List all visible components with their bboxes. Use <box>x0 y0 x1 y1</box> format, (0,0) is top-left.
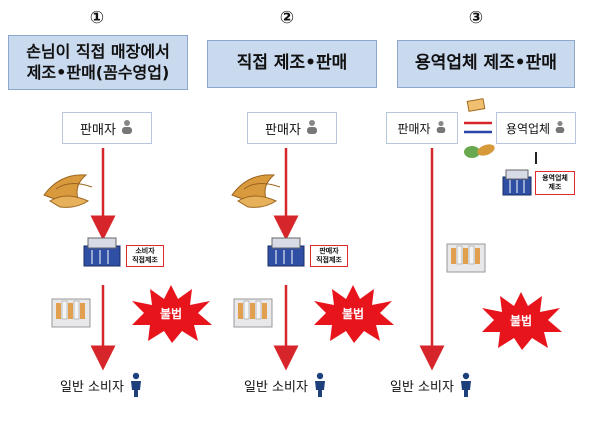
column-3-illegal-label: 불법 <box>509 314 533 328</box>
cigarette-pack-icon <box>51 298 91 328</box>
column-2-manufacture-label: 판매자 직접제조 <box>310 245 348 267</box>
column-2-title: 직접 제조•판매 <box>207 40 377 88</box>
column-3-contractor-label: 용역업체 <box>505 121 551 136</box>
contract-link-icon <box>464 121 492 134</box>
column-1-title-line2: 제조•판매(꼼수영업) <box>26 62 170 82</box>
rolling-machine-icon <box>502 169 532 196</box>
column-2-consumer: 일반 소비자 <box>244 372 327 398</box>
person-icon <box>554 120 566 137</box>
column-1-number: ① <box>89 8 105 28</box>
column-3-manufacture-label: 용역업체 제조 <box>535 171 575 195</box>
column-3-number: ③ <box>468 8 484 28</box>
column-1-consumer: 일반 소비자 <box>60 372 143 398</box>
person-icon <box>435 120 447 137</box>
column-1-seller-label: 판매자 <box>80 122 116 138</box>
column-1-manufacture-label-line2: 직접제조 <box>132 256 158 264</box>
column-1-seller-box: 판매자 <box>62 112 152 144</box>
column-3-illegal-burst: 불법 <box>478 290 564 352</box>
column-1-consumer-label: 일반 소비자 <box>60 379 124 395</box>
column-2-seller-box: 판매자 <box>247 112 337 144</box>
column-2-manufacture-label-line2: 직접제조 <box>316 256 342 264</box>
standing-person-icon <box>460 372 471 397</box>
cigarette-pack-icon <box>233 298 273 328</box>
rolling-machine-icon <box>83 237 121 267</box>
column-1-manufacture-label: 소비자 직접제조 <box>126 245 164 267</box>
column-1-illegal-label: 불법 <box>159 307 183 321</box>
standing-person-icon <box>130 372 141 397</box>
starburst-icon <box>314 285 394 343</box>
column-3-consumer-label: 일반 소비자 <box>390 379 454 395</box>
tobacco-leaves-icon <box>466 98 486 112</box>
tobacco-leaves-icon <box>231 174 281 208</box>
person-icon <box>305 119 319 138</box>
column-3-contractor-box: 용역업체 <box>496 112 576 144</box>
column-2-illegal-burst: 불법 <box>310 283 396 345</box>
column-3-manufacture-label-line2: 제조 <box>548 183 562 191</box>
rolling-machine-icon <box>267 237 305 267</box>
tobacco-leaves-icon <box>464 144 495 158</box>
column-2-illegal-label: 불법 <box>341 307 365 321</box>
column-2-manufacture-label-line1: 판매자 <box>319 247 339 256</box>
tobacco-leaves-icon <box>43 174 93 208</box>
column-1-manufacture-label-line1: 소비자 <box>135 247 155 256</box>
column-2-consumer-label: 일반 소비자 <box>244 379 308 395</box>
column-1-title: 손님이 직접 매장에서 제조•판매(꼼수영업) <box>8 35 188 90</box>
column-3-consumer: 일반 소비자 <box>390 372 473 398</box>
column-3-seller-label: 판매자 <box>397 121 431 136</box>
cigarette-pack-icon <box>446 243 486 273</box>
column-3-seller-box: 판매자 <box>386 112 458 144</box>
column-2-seller-label: 판매자 <box>265 122 301 138</box>
column-3-manufacture-label-line1: 용역업체 <box>542 174 568 183</box>
starburst-icon <box>132 285 212 343</box>
person-icon <box>120 119 134 138</box>
standing-person-icon <box>314 372 325 397</box>
column-2-number: ② <box>279 8 295 28</box>
column-3-title: 용역업체 제조•판매 <box>397 40 575 88</box>
column-1-illegal-burst: 불법 <box>128 283 214 345</box>
column-1-title-line1: 손님이 직접 매장에서 <box>26 42 170 62</box>
starburst-icon <box>482 292 562 350</box>
